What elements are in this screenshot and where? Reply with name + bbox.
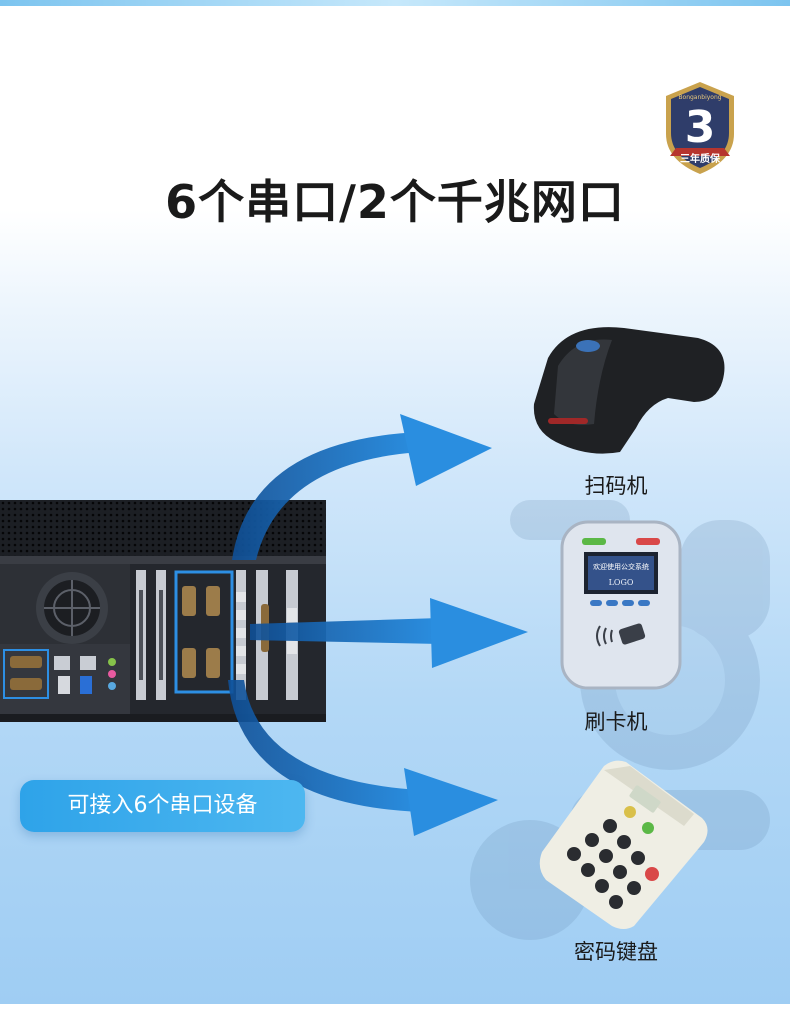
warranty-badge-icon: Bonganbiyong 3: [666, 82, 734, 174]
server-chassis-image: [0, 500, 326, 722]
badge-number: 3: [685, 102, 716, 153]
badge-caption: 三年质保: [680, 154, 720, 165]
bottom-white-strip: [0, 1004, 790, 1020]
pin-pad-icon: [539, 760, 708, 929]
badge-brand: Bonganbiyong: [678, 94, 721, 101]
device-label-scanner: 扫码机: [584, 474, 648, 498]
card-reader-screen-title: 欢迎使用公交系统: [593, 563, 649, 571]
arrow-to-scanner: [232, 432, 420, 560]
device-label-pin-pad: 密码键盘: [574, 940, 658, 964]
card-reader-device: 欢迎使用公交系统 LOGO: [560, 520, 682, 690]
page-title: 6个串口/2个千兆网口: [165, 175, 625, 229]
top-accent-bar: [0, 0, 790, 6]
callout-text: 可接入6个串口设备: [67, 793, 258, 818]
card-reader-screen-logo: LOGO: [608, 578, 634, 587]
card-reader-icon: [560, 520, 682, 690]
arrow-to-pin-pad: [228, 680, 420, 812]
device-label-card-reader: 刷卡机: [584, 710, 648, 734]
arrow-to-card-reader: [250, 618, 440, 644]
barcode-scanner-icon: [533, 327, 725, 454]
callout-pill: 可接入6个串口设备: [20, 780, 305, 832]
